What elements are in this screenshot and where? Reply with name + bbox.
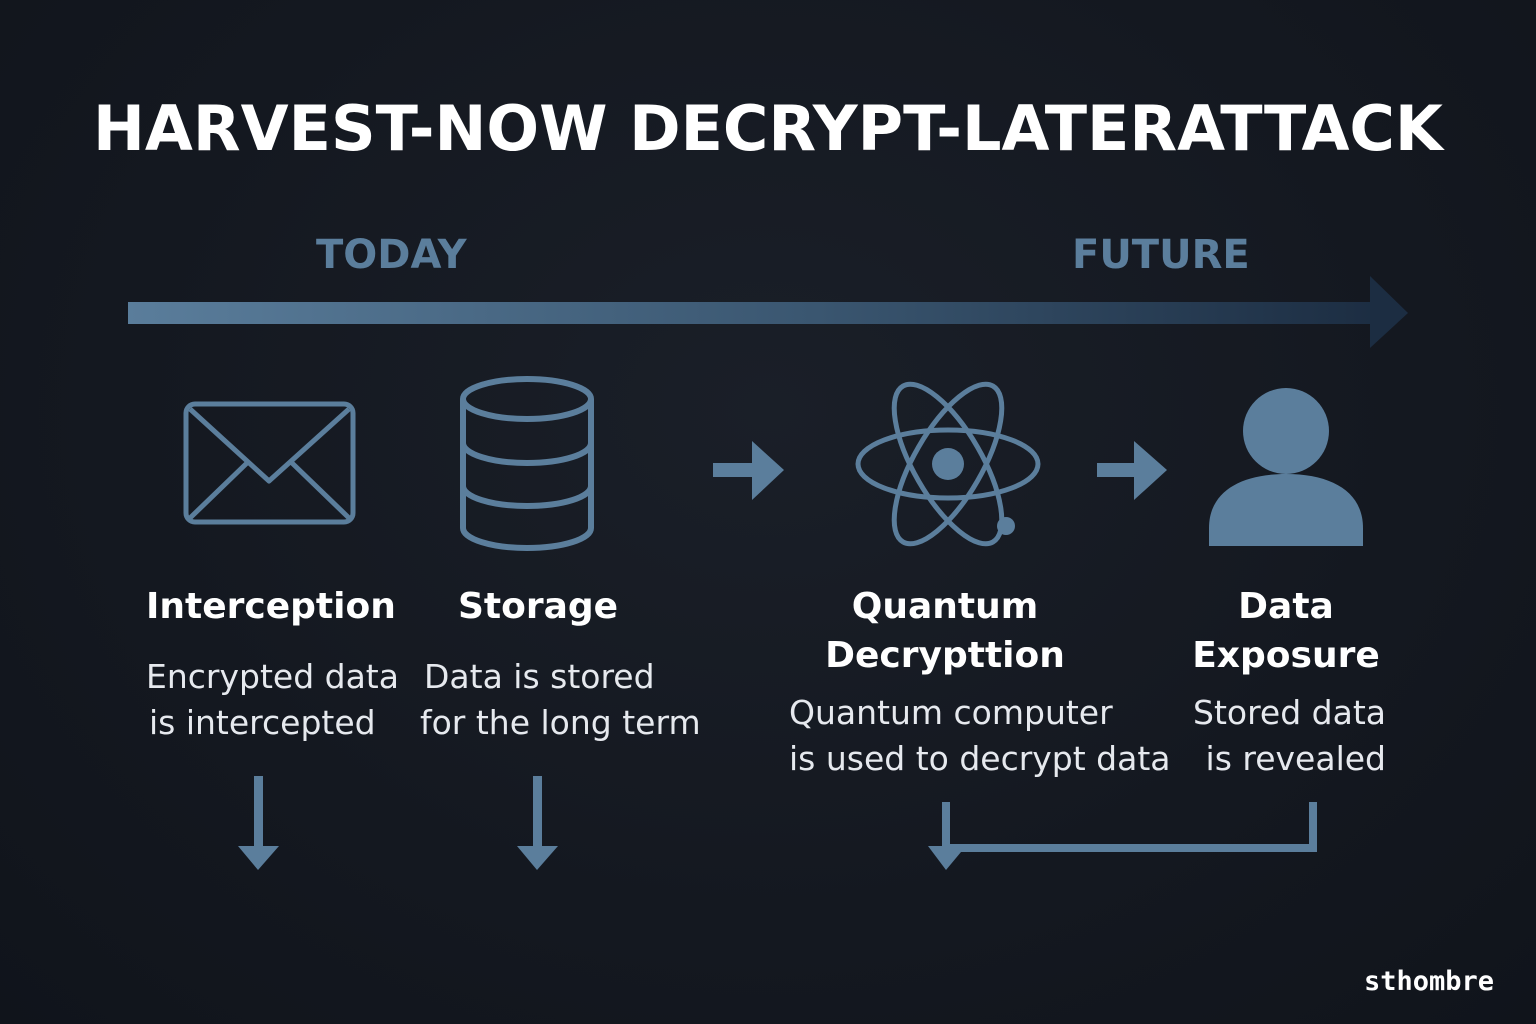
step-description-quantum-decryption: Quantum computer is used to decrypt data bbox=[789, 690, 1171, 782]
step-title-interception: Interception bbox=[146, 586, 396, 627]
step-title-data-exposure: Data Exposure bbox=[1186, 582, 1386, 680]
step-description-line: Encrypted data bbox=[146, 657, 399, 696]
envelope-icon bbox=[183, 401, 356, 525]
brand-watermark: sthombre bbox=[1363, 966, 1494, 997]
page-title: HARVEST-NOW DECRYPT-LATERATTACK bbox=[93, 92, 1443, 165]
step-description-line: for the long term bbox=[420, 703, 701, 742]
step-title-line: Quantum bbox=[851, 586, 1039, 627]
step-title-line: Data bbox=[1238, 586, 1334, 627]
step-description-storage: Data is stored for the long term bbox=[420, 654, 701, 746]
step-title-storage: Storage bbox=[458, 586, 619, 627]
step-description-line: Stored data bbox=[1193, 693, 1386, 732]
step-description-line: is intercepted bbox=[149, 703, 376, 742]
timeline-start-label: TODAY bbox=[316, 232, 467, 278]
step-description-line: Quantum computer bbox=[789, 693, 1113, 732]
step-title-quantum-decryption: Quantum Decrypttion bbox=[820, 582, 1070, 680]
step-title-line: Decrypttion bbox=[825, 635, 1065, 676]
return-arrow-icon bbox=[928, 802, 1317, 870]
flow-arrow-right-icon bbox=[713, 441, 784, 500]
step-description-line: Data is stored bbox=[424, 657, 655, 696]
down-arrow-icon bbox=[517, 776, 558, 870]
timeline-arrow bbox=[128, 276, 1408, 348]
database-icon bbox=[460, 376, 594, 551]
timeline-end-label: FUTURE bbox=[1072, 232, 1250, 278]
atom-icon bbox=[855, 381, 1041, 547]
step-description-line: is revealed bbox=[1205, 739, 1386, 778]
step-description-interception: Encrypted data is intercepted bbox=[146, 654, 399, 746]
step-title-line: Exposure bbox=[1192, 635, 1380, 676]
user-icon bbox=[1209, 388, 1363, 546]
step-description-data-exposure: Stored data is revealed bbox=[1186, 690, 1386, 782]
down-arrow-icon bbox=[238, 776, 279, 870]
step-description-line: is used to decrypt data bbox=[789, 739, 1171, 778]
flow-arrow-right-icon bbox=[1097, 441, 1167, 500]
